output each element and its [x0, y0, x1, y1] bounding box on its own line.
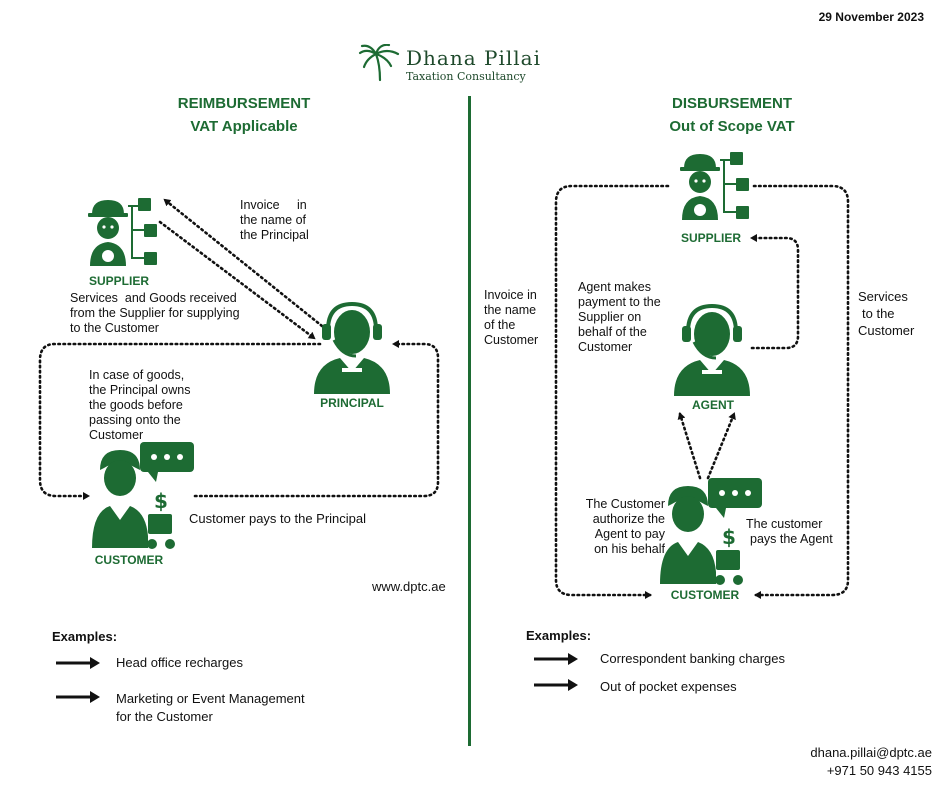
right-customer-label: CUSTOMER [670, 588, 740, 602]
arrow-right-icon [534, 679, 578, 691]
left-heading-2: VAT Applicable [190, 118, 298, 135]
arrow-right-icon [56, 691, 100, 703]
right-example-1: Correspondent banking charges [600, 651, 786, 666]
right-agent-note: Agent makes payment to the Supplier on b… [578, 280, 661, 354]
website-link[interactable]: www.dptc.ae [372, 579, 446, 594]
right-invoice-note: Invoice in the name of the Customer [484, 288, 539, 347]
agent-icon [674, 304, 750, 396]
right-supplier-label: SUPPLIER [680, 231, 741, 245]
right-heading-2: Out of Scope VAT [669, 118, 795, 135]
left-payment-note: Customer pays to the Principal [189, 511, 367, 526]
contact-email[interactable]: dhana.pillai@dptc.ae [810, 745, 932, 760]
contact-phone[interactable]: +971 50 943 4155 [826, 763, 932, 778]
right-services-note: Services to the Customer [858, 289, 915, 338]
palm-logo-icon [358, 44, 400, 82]
left-examples-title: Examples: [52, 629, 118, 644]
agent-label: AGENT [692, 398, 734, 412]
right-example-2: Out of pocket expenses [600, 679, 737, 694]
brand-name: Dhana Pillai [406, 46, 541, 70]
brand-tagline: Taxation Consultancy [406, 70, 526, 83]
arrow-right-icon [534, 653, 578, 665]
supplier-icon [680, 152, 749, 220]
left-heading-1: REIMBURSEMENT [177, 95, 311, 112]
left-goods-note: In case of goods, the Principal owns the… [89, 368, 191, 442]
left-example-1: Head office recharges [116, 655, 243, 670]
supplier-icon [88, 198, 157, 266]
left-example-2: Marketing or Event Management for the Cu… [116, 691, 305, 724]
left-customer-label: CUSTOMER [94, 553, 164, 567]
right-authorize-note: The Customer authorize the Agent to pay … [585, 497, 665, 556]
customer-icon: $ [660, 478, 762, 585]
customer-icon: $ [92, 442, 194, 549]
principal-label: PRINCIPAL [320, 396, 384, 410]
center-divider [468, 96, 471, 746]
right-examples-title: Examples: [526, 628, 592, 643]
svg-text:$: $ [154, 489, 168, 513]
left-invoice-note: Invoice in the name of the Principal [240, 198, 309, 242]
right-pays-note: The customer pays the Agent [746, 517, 833, 546]
arrow-right-icon [56, 657, 100, 669]
left-supplier-label: SUPPLIER [88, 274, 149, 288]
left-services-note: Services and Goods received from the Sup… [70, 291, 240, 335]
svg-text:$: $ [722, 525, 736, 549]
date-label: 29 November 2023 [818, 10, 924, 24]
principal-icon [314, 302, 390, 394]
contact-block: dhana.pillai@dptc.ae +971 50 943 4155 [810, 744, 932, 780]
right-heading-1: DISBURSEMENT [671, 95, 792, 112]
